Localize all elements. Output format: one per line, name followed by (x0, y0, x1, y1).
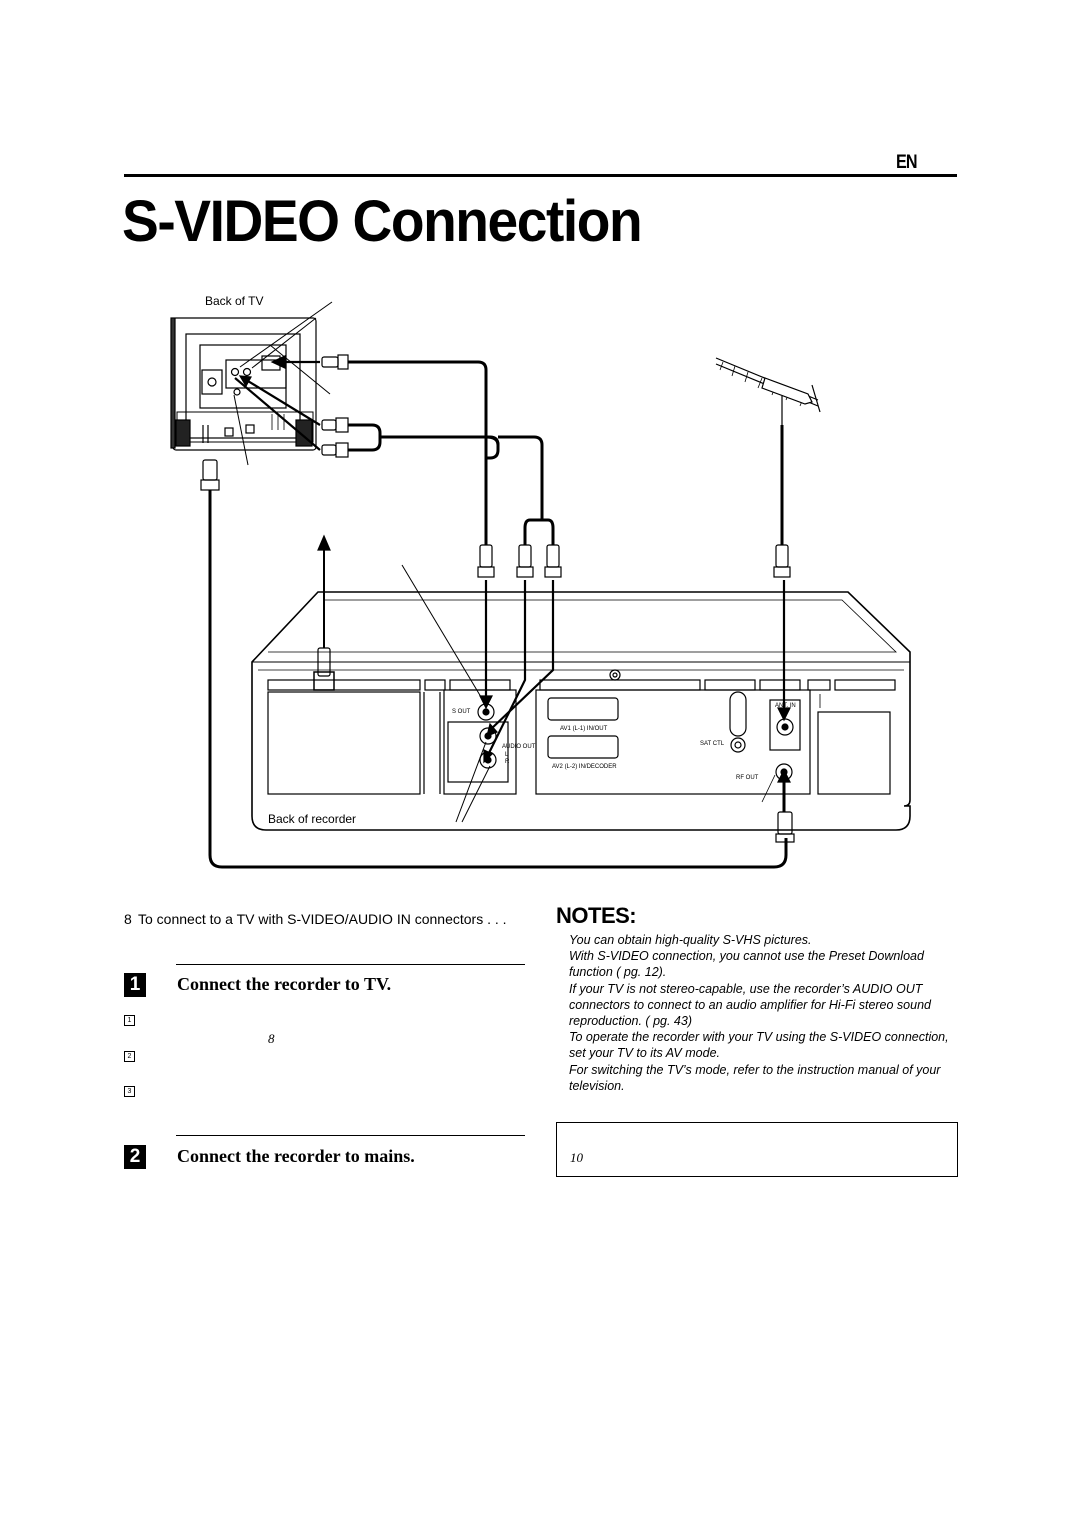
connection-diagram: Back of TV Back of recorder S OUT AV1 (L… (170, 294, 911, 869)
header-rule (124, 174, 957, 177)
rf-out-label: RF OUT (736, 775, 759, 781)
audio-out-label: AUDIO OUT (502, 744, 536, 750)
av1-label: AV1 (L-1) IN/OUT (560, 726, 608, 732)
page-title: S-VIDEO Connection (122, 189, 643, 254)
substep-3-marker: 3 (124, 1086, 135, 1097)
step-1-rule (176, 964, 525, 965)
audio-r-label: R (505, 759, 510, 765)
audio-l-label: L (505, 752, 509, 758)
intro-bullet: 8 (124, 911, 132, 927)
step-2-number: 2 (124, 1145, 146, 1169)
av2-label: AV2 (L-2) IN/DECODER (552, 764, 617, 770)
back-of-recorder-label: Back of recorder (268, 812, 356, 826)
info-box (556, 1122, 958, 1177)
step-1-reference-number: 8 (268, 1031, 275, 1046)
step-1-title: Connect the recorder to TV. (177, 974, 392, 994)
step-1-number: 1 (124, 973, 146, 997)
intro-text: 8 To connect to a TV with S-VIDEO/AUDIO I… (124, 910, 524, 929)
notes-list: You can obtain high-quality S-VHS pictur… (569, 932, 959, 1094)
step-2-title: Connect the recorder to mains. (177, 1146, 415, 1166)
substep-1-marker: 1 (124, 1015, 135, 1026)
step-2-rule (176, 1135, 525, 1136)
note-item: You can obtain high-quality S-VHS pictur… (569, 933, 812, 947)
note-item: To operate the recorder with your TV usi… (569, 1030, 949, 1061)
substep-2-marker: 2 (124, 1051, 135, 1062)
back-of-tv-label: Back of TV (205, 294, 263, 308)
tv-back-illustration (170, 317, 317, 451)
ant-in-label: ANT. IN (775, 703, 796, 709)
language-badge: EN (896, 152, 918, 173)
note-item: For switching the TV’s mode, refer to th… (569, 1062, 941, 1093)
s-out-label: S OUT (452, 709, 471, 715)
sat-ctl-label: SAT CTL (700, 741, 725, 747)
info-box-page-reference: 10 (570, 1150, 583, 1165)
recorder-back-illustration (251, 591, 911, 831)
note-item: With S-VIDEO connection, you cannot use … (569, 949, 924, 980)
intro-body: To connect to a TV with S-VIDEO/AUDIO IN… (138, 911, 507, 927)
note-item: If your TV is not stereo-capable, use th… (569, 981, 931, 1029)
notes-title: NOTES: (556, 903, 637, 928)
